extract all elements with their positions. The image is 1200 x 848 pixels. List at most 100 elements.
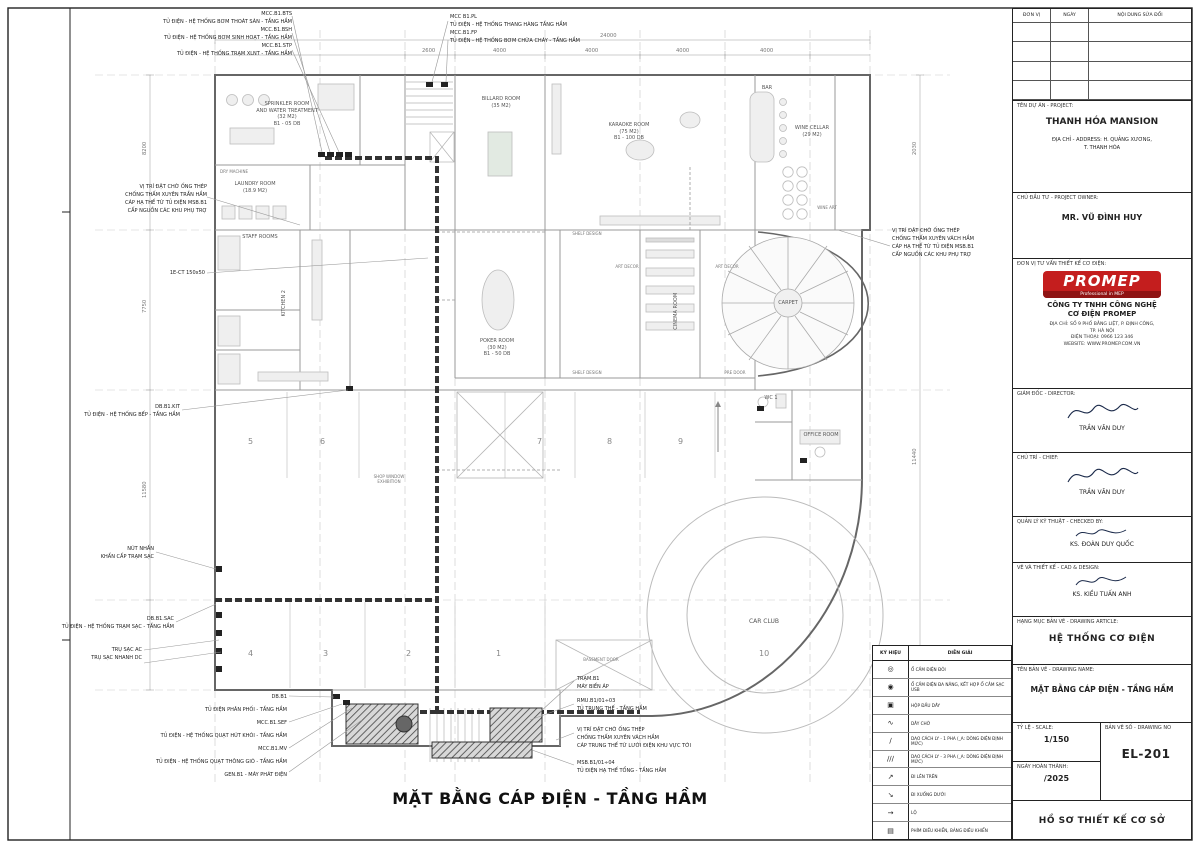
legend-row: ∕∕∕ DAO CÁCH LY - 3 PHA (_A: DÒNG ĐIỆN Đ… <box>873 750 1011 769</box>
svg-text:2030: 2030 <box>912 142 918 155</box>
svg-text:4: 4 <box>248 649 253 658</box>
legend-header-desc: DIỄN GIẢI <box>947 650 973 656</box>
dim-total: 24000 <box>600 33 617 39</box>
cable-trays <box>215 156 640 714</box>
consultant-section: ĐƠN VỊ TƯ VẤN THIẾT KẾ CƠ ĐIỆN: PROMEP P… <box>1013 259 1191 389</box>
legend-row: ∿ DÂY CHỜ <box>873 714 1011 733</box>
project-section: TÊN DỰ ÁN - PROJECT: THANH HÓA MANSION Đ… <box>1013 101 1191 193</box>
equipment <box>345 703 543 759</box>
callout-sleeve-ceiling: VỊ TRÍ ĐẶT CHỜ ỐNG THÉP CHỐNG THẤM XUYÊN… <box>124 184 207 214</box>
room-label-dry-machine: DRY MACHINE <box>220 169 248 174</box>
director-section: GIÁM ĐỐC - DIRECTOR: TRẦN VĂN DUY <box>1013 389 1191 453</box>
svg-text:8: 8 <box>607 437 612 446</box>
legend-table: KÝ HIỆU DIỄN GIẢI ◎ Ổ CẮM ĐIỆN ĐÔI ◉ Ổ C… <box>872 645 1012 840</box>
room-label-cinema: CINEMA ROOM <box>672 292 679 330</box>
svg-text:7750: 7750 <box>142 300 148 313</box>
room-label-kitchen2: KITCHEN 2 <box>280 290 287 317</box>
furniture <box>217 83 841 458</box>
multi-socket-icon: ◉ <box>873 678 909 696</box>
legend-row: ∕ DAO CÁCH LY - 1 PHA (_A: DÒNG ĐIỆN ĐỊN… <box>873 732 1011 751</box>
room-label-bar: BAR <box>761 85 773 91</box>
svg-text:4000: 4000 <box>676 48 689 54</box>
isolator-3p-icon: ∕∕∕ <box>873 750 909 768</box>
legend-row: ◉ Ổ CẮM ĐIỆN ĐA NĂNG, KẾT HỢP Ổ CẮM SẠC … <box>873 678 1011 697</box>
owner-label: CHỦ ĐẦU TƯ - PROJECT OWNER: <box>1017 195 1099 201</box>
legend-row: ▤ PHÍM ĐIỀU KHIỂN, BẢNG ĐIỀU KHIỂN <box>873 822 1011 840</box>
logo-text: PROMEP <box>1063 272 1141 290</box>
chief-section: CHỦ TRÌ - CHIEF: TRẦN VĂN DUY <box>1013 453 1191 517</box>
svg-text:11580: 11580 <box>142 481 148 498</box>
logo-tagline: Professional in MEP <box>1043 290 1161 298</box>
interior-walls <box>215 75 862 746</box>
drawing-name-label: TÊN BẢN VẼ - DRAWING NAME: <box>1017 667 1095 673</box>
chief-name: TRẦN VĂN DUY <box>1079 489 1125 496</box>
svg-text:4000: 4000 <box>585 48 598 54</box>
drawing-no: EL-201 <box>1121 747 1171 761</box>
callout-sleeve-wall-right: VỊ TRÍ ĐẶT CHỜ ỐNG THÉP CHỐNG THẤM XUYÊN… <box>892 228 975 258</box>
svg-text:7: 7 <box>537 437 542 446</box>
director-name: TRẦN VĂN DUY <box>1079 425 1125 432</box>
circuit-icon: → <box>873 804 909 822</box>
svg-text:2: 2 <box>406 649 411 658</box>
car-club-circles <box>646 496 884 734</box>
callout-msb: MSB.B1/01÷04 TỦ ĐIỆN HẠ THẾ TỔNG - TẦNG … <box>577 760 667 774</box>
callout-main-panels: DB.B1 TỦ ĐIỆN PHÂN PHỐI - TẦNG HẦM MCC.B… <box>155 694 287 778</box>
callout-mv-sleeve: VỊ TRÍ ĐẶT CHỜ ỐNG THÉP CHỐNG THẤM XUYÊN… <box>577 727 692 749</box>
project-address: ĐỊA CHỈ - ADDRESS: H. QUẢNG XƯƠNG, T. TH… <box>1052 137 1152 151</box>
chief-label: CHỦ TRÌ - CHIEF: <box>1017 455 1059 461</box>
room-label-shop-window: SHOP WINDOW EXHIBITION <box>373 474 405 485</box>
callout-charging-pillars: TRỤ SẠC AC TRỤ SẠC NHANH DC <box>91 647 142 661</box>
callout-lift-fire-panels: MCC B1.PL TỦ ĐIỆN - HỆ THỐNG THANG HÀNG … <box>450 14 580 44</box>
drawing-name-section: TÊN BẢN VẼ - DRAWING NAME: MẶT BẰNG CÁP … <box>1013 665 1191 723</box>
legend-header: KÝ HIỆU DIỄN GIẢI <box>873 646 1011 661</box>
room-label-shelf-design: SHELF DESIGN <box>572 231 602 236</box>
service-stair <box>406 81 455 163</box>
revision-table: ĐƠN VỊ NGÀY NỘI DUNG SỬA ĐỔI <box>1013 9 1191 101</box>
title-block: ĐƠN VỊ NGÀY NỘI DUNG SỬA ĐỔI TÊN DỰ ÁN -… <box>1012 8 1192 840</box>
callout-pump-panels: MCC.B1.BTS TỦ ĐIỆN - HỆ THỐNG BƠM THOÁT … <box>163 11 292 57</box>
director-label: GIÁM ĐỐC - DIRECTOR: <box>1017 391 1076 397</box>
checker-signature <box>1075 529 1127 537</box>
dimension-lines <box>146 36 924 691</box>
checker-section: QUẢN LÝ KỸ THUẬT - CHECKED BY: KS. ĐOÀN … <box>1013 517 1191 563</box>
drawing-main-title: MẶT BẰNG CÁP ĐIỆN - TẦNG HẦM <box>392 789 708 808</box>
branch-circuits <box>437 165 691 471</box>
owner-name: MR. VŨ ĐÌNH HUY <box>1061 213 1143 222</box>
designer-signature <box>1075 576 1127 586</box>
designer-name: KS. KIỀU TUẤN ANH <box>1072 591 1132 598</box>
scale-label: TỶ LỆ - SCALE: <box>1017 725 1054 731</box>
room-label-car-club: CAR CLUB <box>748 618 780 625</box>
room-label-wine-cellar: WINE CELLAR (29 M2) <box>794 125 830 138</box>
arrow-up-icon: ↗ <box>873 768 909 786</box>
article-name: HỆ THỐNG CƠ ĐIỆN <box>1048 634 1156 644</box>
svg-text:1: 1 <box>496 649 501 658</box>
svg-text:9: 9 <box>678 437 683 446</box>
db-panel-symbols <box>216 82 807 705</box>
svg-text:3: 3 <box>323 649 328 658</box>
room-label-carpet: CARPET <box>778 300 798 306</box>
article-section: HẠNG MỤC BẢN VẼ - DRAWING ARTICLE: HỆ TH… <box>1013 617 1191 665</box>
revision-col-date: NGÀY <box>1051 9 1089 23</box>
svg-text:6: 6 <box>320 437 325 446</box>
revision-col-unit: ĐƠN VỊ <box>1013 9 1051 23</box>
title-block-footer: HỒ SƠ THIẾT KẾ CƠ SỞ <box>1038 816 1166 826</box>
double-socket-icon: ◎ <box>873 661 909 678</box>
promep-logo: PROMEP Professional in MEP <box>1043 271 1161 298</box>
svg-text:10: 10 <box>759 649 769 658</box>
room-label-poker: POKER ROOM (30 M2) B1 - 50 DB <box>479 338 515 357</box>
svg-text:11440: 11440 <box>912 448 918 465</box>
room-label-basement-door: BASEMENT DOOR <box>583 657 619 662</box>
callout-transformer: TRẠM.B1 MÁY BIẾN ÁP <box>577 676 609 690</box>
spare-wire-icon: ∿ <box>873 714 909 732</box>
junction-box-icon: ▣ <box>873 696 909 714</box>
svg-text:4000: 4000 <box>760 48 773 54</box>
legend-row: ↗ ĐI LÊN TRÊN <box>873 768 1011 787</box>
room-label-laundry: LAUNDRY ROOM (18.9 M2) <box>234 181 276 194</box>
keypad-icon: ▤ <box>873 822 909 840</box>
company-info: ĐỊA CHỈ: SỐ 9 PHỐ BẰNG LIỆT, P. ĐỊNH CÔN… <box>1049 321 1155 348</box>
scale-value: 1/150 <box>1043 735 1070 744</box>
checker-name: KS. ĐOÀN DUY QUỐC <box>1070 541 1134 548</box>
callout-cable-tray-size: 1E-CT 150x50 <box>169 270 205 276</box>
